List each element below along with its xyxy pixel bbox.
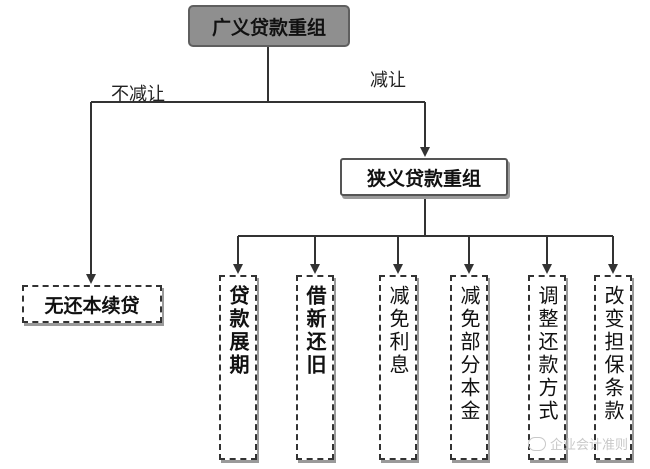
root-label: 广义贷款重组 bbox=[211, 16, 326, 39]
measure-label-5: 调整还款方式 bbox=[535, 285, 559, 423]
measure-label-1: 贷款展期 bbox=[226, 285, 250, 377]
wechat-icon bbox=[527, 436, 546, 451]
watermark-text: 企业会计准则 bbox=[549, 438, 628, 453]
measure-label-3: 减免利息 bbox=[386, 285, 410, 377]
narrow-label: 狭义贷款重组 bbox=[366, 167, 481, 190]
measure-label-6: 改变担保条款 bbox=[601, 285, 625, 423]
measure-node-2: 借新还旧 bbox=[296, 275, 334, 460]
measure-node-5: 调整还款方式 bbox=[528, 275, 566, 460]
no-renew-label: 无还本续贷 bbox=[44, 294, 140, 317]
measure-label-4: 减免部分本金 bbox=[457, 285, 481, 423]
measure-node-4: 减免部分本金 bbox=[450, 275, 488, 460]
narrow-node: 狭义贷款重组 bbox=[340, 158, 508, 196]
reduce-label: 减让 bbox=[370, 70, 406, 91]
measure-node-6: 改变担保条款 bbox=[594, 275, 632, 460]
measure-node-3: 减免利息 bbox=[379, 275, 417, 460]
watermark: 企业会计准则 bbox=[527, 434, 628, 453]
measure-node-1: 贷款展期 bbox=[219, 275, 257, 460]
root-node: 广义贷款重组 bbox=[188, 5, 350, 47]
no-renew-node: 无还本续贷 bbox=[22, 285, 162, 323]
no-reduce-label: 不减让 bbox=[111, 84, 165, 105]
measure-label-2: 借新还旧 bbox=[303, 285, 327, 377]
